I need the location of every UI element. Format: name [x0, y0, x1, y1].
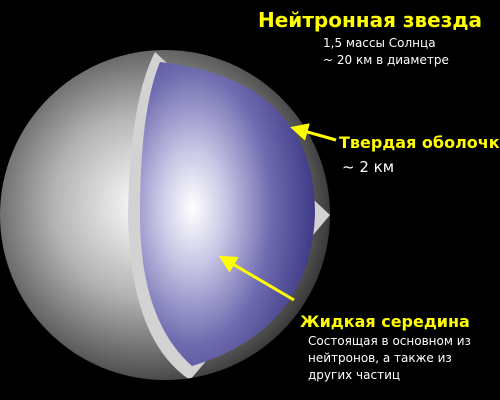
title: Нейтронная звезда: [258, 8, 482, 32]
crust-detail: ~ 2 км: [342, 158, 394, 176]
core-detail-line-2: нейтронов, а также из: [308, 351, 452, 365]
core-detail-line-3: других частиц: [308, 368, 400, 382]
liquid-core: [140, 62, 315, 366]
core-arrow: [218, 255, 295, 302]
subtitle-line-1: 1,5 массы Солнца: [323, 36, 436, 50]
crust-label: Твердая оболочка: [339, 133, 500, 152]
crust-arrow: [290, 123, 337, 142]
core-label: Жидкая середина: [300, 312, 470, 331]
core-detail-line-1: Состоящая в основном из: [308, 334, 471, 348]
subtitle-line-2: ~ 20 км в диаметре: [323, 53, 449, 67]
